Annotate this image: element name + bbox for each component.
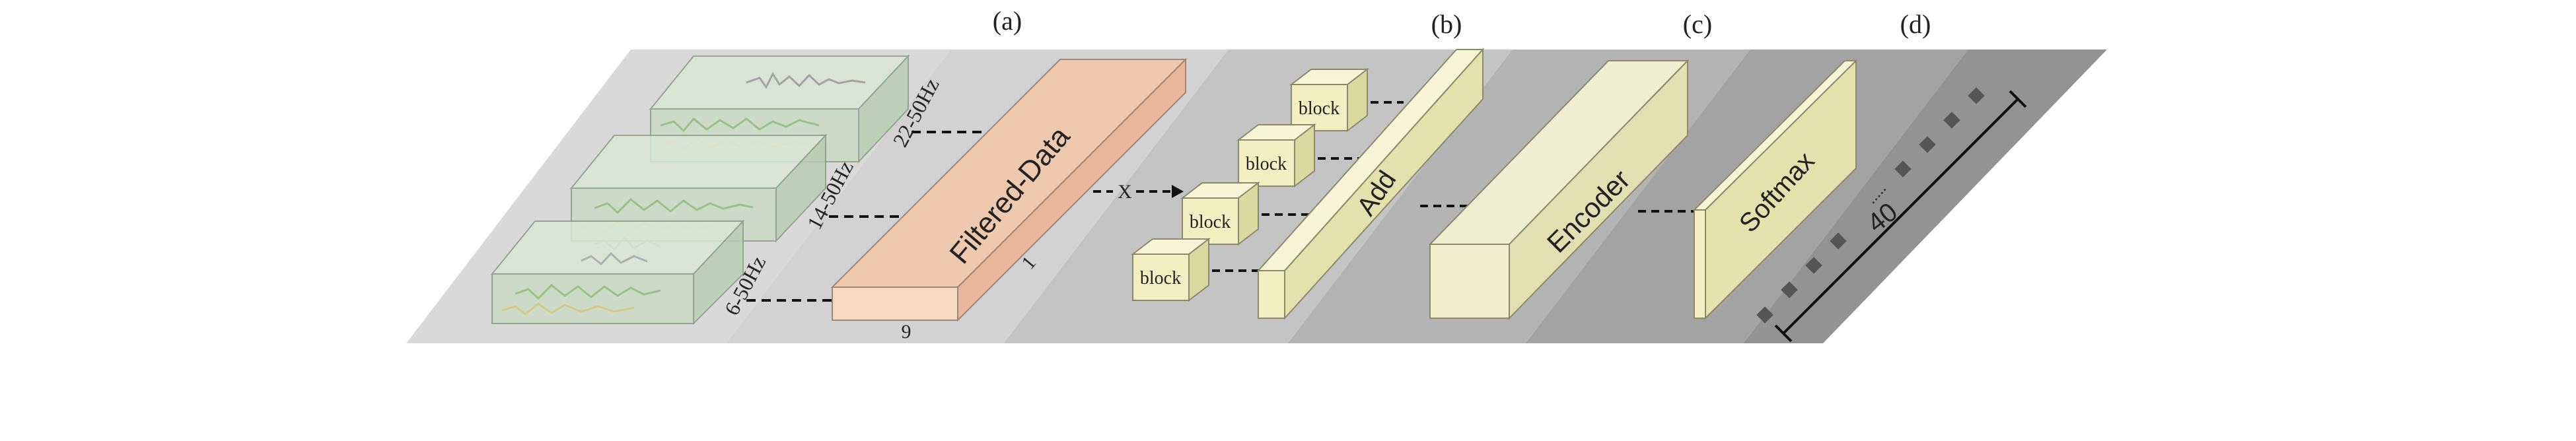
band-connectors bbox=[746, 131, 991, 302]
add-side bbox=[1284, 48, 1484, 320]
panel-label-c: (c) bbox=[1683, 9, 1712, 39]
block-label-3: block bbox=[1246, 154, 1287, 174]
softmax-front bbox=[1694, 209, 1706, 319]
softmax-side bbox=[1705, 59, 1857, 320]
arrow-head bbox=[1172, 185, 1184, 198]
filtered-front bbox=[832, 287, 958, 321]
block-cube-3 bbox=[1236, 123, 1316, 188]
arrow-x-label: X bbox=[1118, 181, 1132, 203]
add-block bbox=[1256, 48, 1485, 320]
filtered-side bbox=[957, 57, 1186, 322]
encoder-front bbox=[1429, 244, 1510, 319]
filtered-data-block bbox=[830, 57, 1188, 322]
signal-wave bbox=[746, 71, 866, 89]
panel-label-b: (b) bbox=[1431, 9, 1462, 39]
block-cube-4 bbox=[1289, 67, 1369, 133]
block-cube-2 bbox=[1180, 181, 1260, 246]
encoder-block bbox=[1428, 59, 1690, 320]
block-connectors bbox=[1212, 101, 1404, 272]
panel-label-d: (d) bbox=[1900, 9, 1931, 39]
plane-softmax bbox=[1744, 50, 2107, 343]
filtered-width-label: 9 bbox=[902, 321, 912, 343]
band-signal-boxes bbox=[490, 54, 910, 325]
block-label-2: block bbox=[1190, 212, 1231, 232]
block-cubes bbox=[1131, 67, 1369, 302]
signal-box-6-50 bbox=[490, 219, 745, 325]
block-label-4: block bbox=[1299, 98, 1340, 119]
encoder-side bbox=[1509, 59, 1688, 320]
output-dimension-line bbox=[1774, 90, 2027, 343]
add-front bbox=[1258, 270, 1285, 319]
block-cube-1 bbox=[1131, 237, 1211, 302]
softmax-block bbox=[1692, 59, 1858, 320]
block-label-1: block bbox=[1140, 268, 1181, 288]
x-arrow bbox=[1093, 185, 1184, 198]
panel-label-a: (a) bbox=[993, 6, 1022, 36]
